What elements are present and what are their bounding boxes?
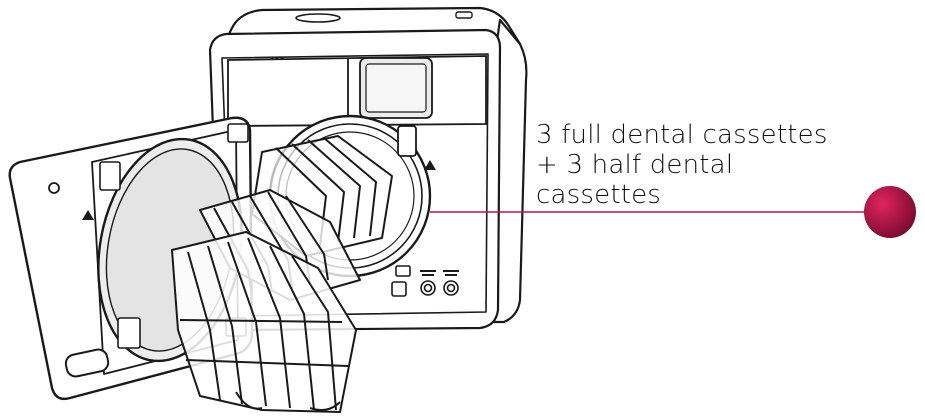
usb-port bbox=[395, 265, 411, 277]
door-latch bbox=[397, 125, 417, 157]
control-panel bbox=[227, 55, 487, 127]
callout-dot bbox=[864, 186, 916, 238]
port-labels bbox=[420, 270, 459, 276]
door-handle bbox=[64, 348, 110, 378]
callout-line-3: cassettes bbox=[536, 180, 662, 210]
capacity-callout: 3 full dental cassettes + 3 half dental … bbox=[536, 120, 866, 210]
status-dots bbox=[270, 56, 284, 60]
cassette-rack bbox=[171, 135, 393, 413]
top-vent bbox=[295, 13, 341, 23]
front-ports bbox=[391, 265, 459, 297]
top-slot bbox=[455, 11, 473, 19]
door-warning-icon bbox=[82, 210, 94, 220]
warning-icon bbox=[424, 160, 436, 170]
callout-line-2: + 3 half dental bbox=[536, 150, 734, 180]
callout-line-1: 3 full dental cassettes bbox=[536, 120, 828, 150]
drain-port bbox=[391, 281, 407, 297]
